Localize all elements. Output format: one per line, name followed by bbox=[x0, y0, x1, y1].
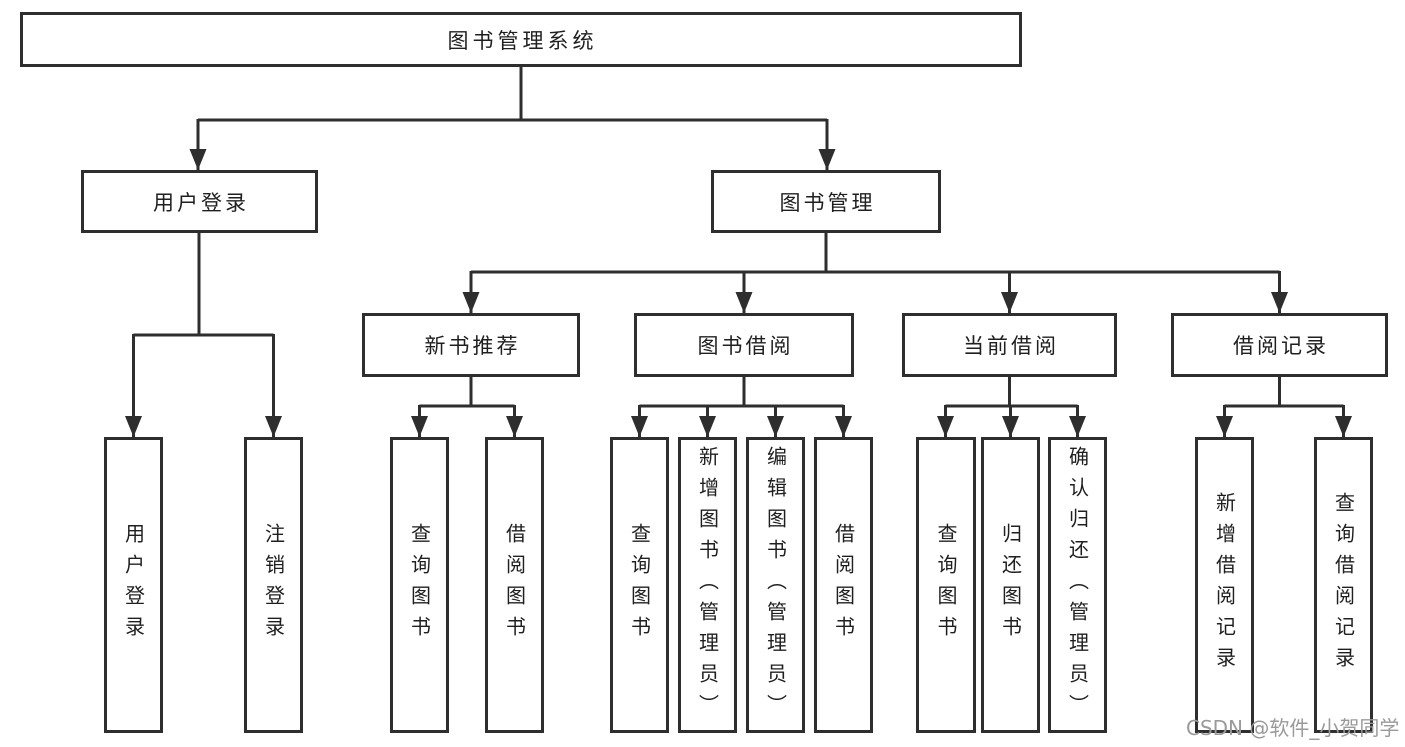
leaf-borrow-books-recommend: 借阅图书 bbox=[485, 437, 544, 733]
leaf-add-borrow-record-label: 新增借阅记录 bbox=[1212, 492, 1237, 678]
leaf-return-book: 归还图书 bbox=[981, 437, 1040, 733]
node-library-management-system: 图书管理系统 bbox=[20, 12, 1022, 67]
leaf-borrow-books-borrowing: 借阅图书 bbox=[814, 437, 873, 733]
node-borrowing-records: 借阅记录 bbox=[1171, 313, 1388, 377]
leaf-edit-book-admin: 编辑图书（管理员） bbox=[746, 437, 805, 733]
node-book-management-branch: 图书管理 bbox=[711, 170, 941, 233]
leaf-query-books-recommend-label: 查询图书 bbox=[407, 523, 432, 647]
leaf-edit-book-admin-label: 编辑图书（管理员） bbox=[763, 445, 788, 725]
csdn-watermark: CSDN @软件_小贺同学 bbox=[1186, 716, 1400, 740]
leaf-query-books-borrowing: 查询图书 bbox=[610, 437, 669, 733]
leaf-borrow-books-borrowing-label: 借阅图书 bbox=[831, 523, 856, 647]
node-new-book-recommendation: 新书推荐 bbox=[362, 313, 580, 377]
leaf-add-book-admin: 新增图书（管理员） bbox=[678, 437, 737, 733]
leaf-logout-label: 注销登录 bbox=[261, 523, 286, 647]
leaf-confirm-return-admin: 确认归还（管理员） bbox=[1048, 437, 1107, 733]
leaf-logout: 注销登录 bbox=[244, 437, 303, 733]
leaf-add-book-admin-label: 新增图书（管理员） bbox=[695, 445, 720, 725]
leaf-return-book-label: 归还图书 bbox=[998, 523, 1023, 647]
leaf-query-books-current-label: 查询图书 bbox=[934, 523, 958, 647]
leaf-borrow-books-recommend-label: 借阅图书 bbox=[502, 523, 527, 647]
leaf-query-books-borrowing-label: 查询图书 bbox=[627, 523, 652, 647]
leaf-user-login-label: 用户登录 bbox=[121, 523, 146, 647]
leaf-query-books-current: 查询图书 bbox=[916, 437, 976, 733]
node-current-borrowing: 当前借阅 bbox=[902, 313, 1117, 377]
leaf-query-borrow-record-label: 查询借阅记录 bbox=[1331, 492, 1356, 678]
node-user-login-branch: 用户登录 bbox=[81, 170, 318, 233]
node-book-borrowing: 图书借阅 bbox=[634, 313, 854, 377]
leaf-query-borrow-record: 查询借阅记录 bbox=[1314, 437, 1373, 733]
leaf-confirm-return-admin-label: 确认归还（管理员） bbox=[1065, 445, 1090, 725]
leaf-user-login: 用户登录 bbox=[104, 437, 163, 733]
leaf-query-books-recommend: 查询图书 bbox=[390, 437, 449, 733]
leaf-add-borrow-record: 新增借阅记录 bbox=[1195, 437, 1254, 733]
